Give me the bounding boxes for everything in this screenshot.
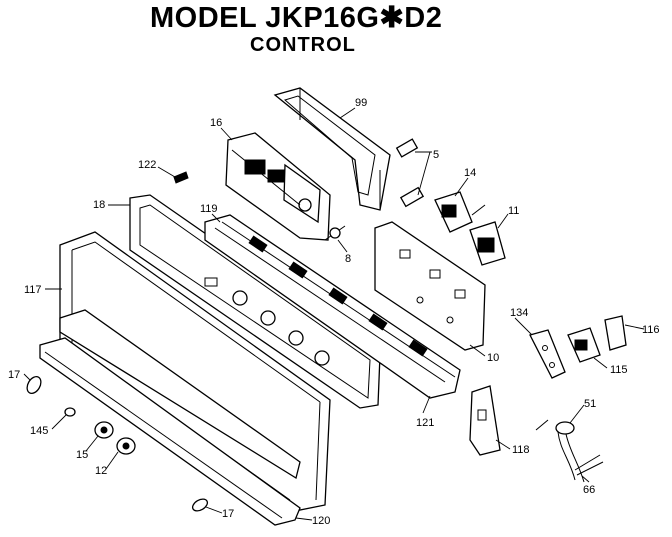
callout-134: 134 [510, 307, 528, 319]
part-51-66-wire-harness [535, 419, 604, 483]
part-11-terminal-block [469, 221, 506, 266]
part-119-control-channel [204, 214, 461, 399]
model-suffix: D2 [404, 2, 443, 34]
part-116-clip [604, 315, 627, 351]
callout-16: 16 [210, 117, 222, 129]
callout-99: 99 [355, 97, 367, 109]
asterisk-icon: ✱ [379, 2, 405, 34]
part-17a-knob-insert [26, 375, 42, 395]
callout-5: 5 [433, 149, 439, 161]
section-subtitle: CONTROL [250, 34, 356, 56]
callout-10: 10 [487, 352, 499, 364]
callout-11: 11 [508, 205, 519, 217]
callout-117: 117 [24, 284, 42, 296]
callout-120: 120 [312, 515, 330, 527]
model-title: MODEL JKP16G✱D2 [150, 0, 480, 35]
callout-116: 116 [642, 324, 660, 336]
callout-119: 119 [200, 203, 218, 215]
model-prefix: MODEL JKP16G [150, 2, 380, 34]
callout-17-left: 17 [8, 369, 20, 381]
part-99-bracket [273, 87, 391, 211]
part-12-knob [116, 437, 136, 455]
callout-115: 115 [610, 364, 628, 376]
part-10-mounting-plate [374, 221, 486, 351]
callout-labels: 99 16 5 14 11 122 18 119 8 117 134 116 1… [8, 97, 660, 527]
part-122-clip [173, 171, 189, 184]
callout-51: 51 [584, 398, 596, 410]
callout-8: 8 [345, 253, 351, 265]
part-145-spring [64, 407, 76, 417]
part-5-connectors [395, 138, 425, 208]
callout-15: 15 [76, 449, 88, 461]
part-14-relay [434, 191, 486, 233]
part-115-switch [567, 327, 601, 363]
callout-14: 14 [464, 167, 476, 179]
part-18-faceplate [129, 194, 381, 409]
callout-12: 12 [95, 465, 107, 477]
callout-121: 121 [416, 417, 434, 429]
part-15-knob [94, 421, 114, 439]
leader-lines [23, 107, 645, 521]
part-17b-knob-insert [191, 498, 209, 512]
callout-66: 66 [583, 484, 595, 496]
callout-122: 122 [138, 159, 156, 171]
part-120-trim [39, 337, 301, 526]
part-8-screw [324, 225, 346, 241]
part-118-bracket [469, 385, 501, 456]
part-117-backsplash [59, 231, 331, 513]
callout-18: 18 [93, 199, 105, 211]
part-16-switch-assembly [225, 132, 331, 241]
callout-17-bottom: 17 [222, 508, 234, 520]
part-134-bracket [529, 329, 566, 379]
callout-118: 118 [512, 444, 530, 456]
callout-145: 145 [30, 425, 48, 437]
